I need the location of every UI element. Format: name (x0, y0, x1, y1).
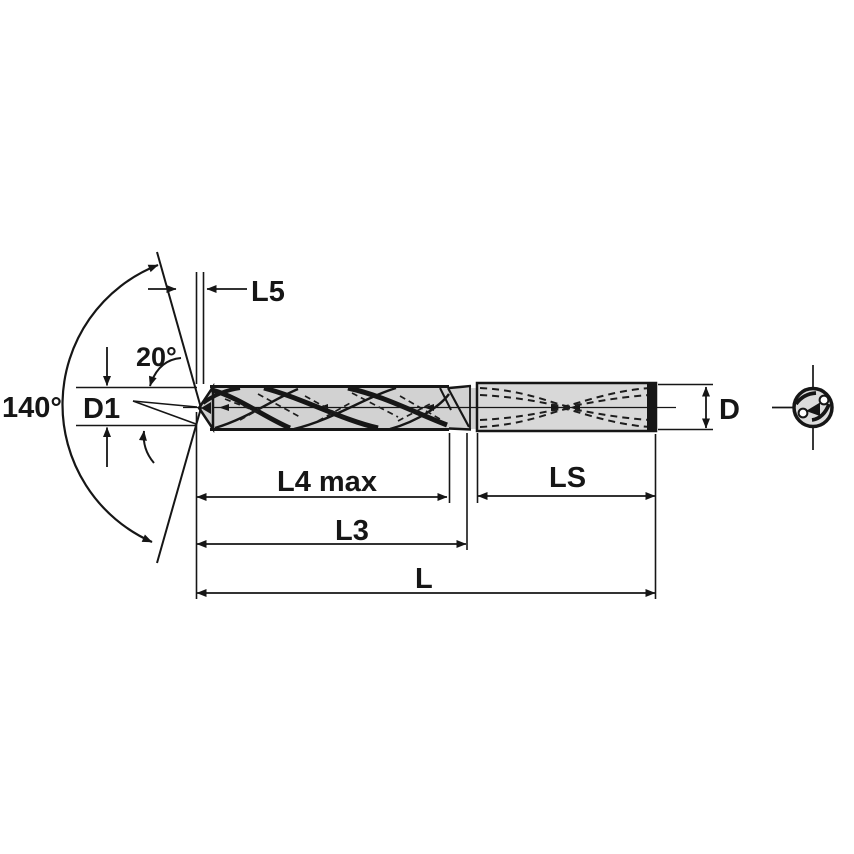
relief-angle-arc-lower (138, 430, 155, 464)
end-view-flute-edges (794, 391, 831, 422)
d-label: D (719, 394, 740, 426)
relief-angle-label: 20° (136, 342, 177, 372)
relief-ray-lower (132, 400, 197, 425)
l4-label: L4 max (277, 466, 377, 498)
dim-l: L (196, 563, 656, 597)
dim-l4: L4 max (196, 466, 448, 501)
point-angle-arc (61, 263, 159, 544)
shank-coolant-channels (479, 387, 652, 428)
ls-label: LS (549, 462, 586, 494)
end-view-chisel-edge (806, 402, 820, 416)
coolant-hole-2 (797, 407, 809, 419)
relief-angle-arc-upper (148, 357, 182, 387)
coolant-hole-1 (818, 394, 830, 406)
extension-lines (195, 412, 657, 599)
lower-flank-line (156, 407, 202, 564)
upper-flank-line (156, 251, 202, 409)
dim-d: D (658, 383, 740, 431)
tip-chisel-mark (201, 402, 211, 414)
l3-label: L3 (335, 515, 369, 547)
flute-runout-edge (447, 387, 470, 428)
relief-ray-upper (132, 400, 198, 408)
flute-coolant-dashes (224, 392, 441, 422)
drill-side-view (183, 381, 676, 434)
l-label: L (415, 563, 433, 595)
dim-ls: LS (477, 462, 656, 500)
point-angle-annotation: 140° (2, 251, 202, 564)
flute-runout-edge-2 (439, 387, 452, 411)
dim-l3: L3 (196, 515, 467, 548)
l5-label: L5 (251, 276, 285, 308)
point-angle-label: 140° (2, 392, 62, 424)
d1-label: D1 (83, 393, 120, 425)
flute-section (210, 385, 449, 431)
l5-dimension: L5 (148, 272, 285, 384)
shank-end-face (647, 384, 656, 431)
neck-fill (449, 388, 477, 429)
relief-angle-annotation: 20° (132, 342, 198, 464)
neck-section (439, 384, 472, 431)
drill-end-view (772, 365, 834, 450)
d1-dimension: D1 (76, 347, 197, 467)
flute-spirals (211, 385, 450, 431)
